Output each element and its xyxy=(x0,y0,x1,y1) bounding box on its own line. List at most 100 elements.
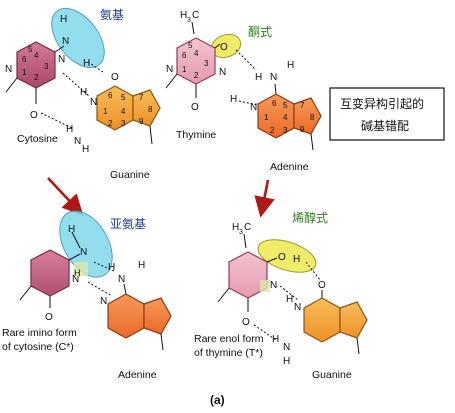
svg-text:8: 8 xyxy=(310,113,315,122)
svg-text:N: N xyxy=(100,296,107,307)
svg-text:H: H xyxy=(286,294,293,305)
keto-annotation: 酮式 xyxy=(248,25,272,39)
svg-text:5: 5 xyxy=(28,45,33,54)
svg-text:H: H xyxy=(293,254,300,265)
amino-group-highlight xyxy=(51,8,105,68)
svg-text:3: 3 xyxy=(283,126,288,135)
svg-text:H: H xyxy=(138,260,145,271)
panel-imino-cytosine-adenine: H N N H O H N H N Rare imino form of cyt… xyxy=(2,210,172,381)
arrow-right xyxy=(254,179,275,218)
svg-text:H: H xyxy=(83,58,90,69)
svg-text:N: N xyxy=(5,64,12,75)
enol-thymine-label-1: Rare enol form xyxy=(194,333,264,345)
thymine-label: Thymine xyxy=(176,129,216,141)
svg-text:C: C xyxy=(244,222,251,233)
adenine-ring-6-bottom xyxy=(107,293,145,339)
svg-text:4: 4 xyxy=(34,51,39,60)
svg-text:O: O xyxy=(45,312,53,323)
guanine-label-bottom: Guanine xyxy=(312,369,352,381)
svg-text:9: 9 xyxy=(300,125,305,134)
svg-text:H: H xyxy=(82,144,89,155)
svg-text:H: H xyxy=(80,87,87,98)
guanine-ring-5-bottom xyxy=(339,301,368,339)
imino-cytosine-ring xyxy=(30,249,70,297)
note-line-1: 互变异构引起的 xyxy=(340,96,424,111)
svg-text:1: 1 xyxy=(103,107,108,116)
guanine-ring-5 xyxy=(132,89,161,127)
svg-text:5: 5 xyxy=(188,41,193,50)
svg-text:N: N xyxy=(294,302,301,313)
imino-annotation: 亚氨基 xyxy=(110,217,146,231)
svg-text:N: N xyxy=(250,102,257,113)
svg-text:3: 3 xyxy=(121,119,126,128)
svg-text:N: N xyxy=(62,36,69,47)
enol-group-highlight xyxy=(257,239,317,273)
svg-text:C: C xyxy=(192,10,199,21)
svg-text:H: H xyxy=(232,222,239,233)
note-line-2: 碱基错配 xyxy=(361,119,409,133)
svg-text:2: 2 xyxy=(194,71,199,80)
figure-caption: (a) xyxy=(210,393,225,407)
svg-text:N: N xyxy=(58,54,65,65)
svg-text:6: 6 xyxy=(22,55,27,64)
guanine-label: Guanine xyxy=(110,169,150,181)
svg-text:1: 1 xyxy=(264,113,269,122)
svg-text:N: N xyxy=(219,67,226,78)
svg-text:H: H xyxy=(287,60,294,71)
svg-text:6: 6 xyxy=(108,91,113,100)
svg-text:O: O xyxy=(242,317,250,328)
amino-annotation: 氨基 xyxy=(100,8,124,22)
imino-cytosine-label-2: of cytosine (C*) xyxy=(2,341,74,353)
svg-text:H: H xyxy=(74,268,81,278)
cytosine-label: Cytosine xyxy=(17,133,58,145)
svg-text:2: 2 xyxy=(108,119,113,128)
svg-text:4: 4 xyxy=(121,107,126,116)
svg-text:H: H xyxy=(180,10,187,21)
svg-text:5: 5 xyxy=(283,101,288,110)
svg-text:3: 3 xyxy=(44,62,49,71)
svg-text:O: O xyxy=(30,110,38,121)
svg-text:H: H xyxy=(68,224,75,235)
svg-text:N: N xyxy=(166,64,173,75)
guanine-ring-6-bottom xyxy=(303,297,341,343)
svg-text:4: 4 xyxy=(194,49,199,58)
svg-text:6: 6 xyxy=(182,51,187,60)
svg-text:H: H xyxy=(230,94,237,105)
svg-text:5: 5 xyxy=(121,93,126,102)
svg-text:N: N xyxy=(90,97,97,108)
svg-text:N: N xyxy=(80,247,87,258)
svg-text:O: O xyxy=(220,42,228,53)
svg-text:H: H xyxy=(255,72,262,83)
tautomer-mispair-note-box: 互变异构引起的 碱基错配 xyxy=(329,87,445,141)
svg-text:O: O xyxy=(278,252,286,263)
svg-text:H: H xyxy=(66,124,73,135)
adenine-label: Adenine xyxy=(270,161,309,173)
svg-text:2: 2 xyxy=(270,126,275,135)
adenine-label-bottom: Adenine xyxy=(118,369,157,381)
svg-text:8: 8 xyxy=(148,105,153,114)
svg-text:4: 4 xyxy=(283,113,288,122)
svg-text:O: O xyxy=(191,102,199,113)
svg-text:2: 2 xyxy=(34,73,39,82)
svg-text:9: 9 xyxy=(139,117,144,126)
enol-thymine-label-2: of thymine (T*) xyxy=(194,347,263,359)
svg-text:N: N xyxy=(74,136,81,147)
svg-text:N: N xyxy=(270,72,277,83)
svg-text:6: 6 xyxy=(272,99,277,108)
svg-text:3: 3 xyxy=(239,229,243,236)
svg-text:3: 3 xyxy=(204,59,209,68)
imino-cytosine-label-1: Rare imino form xyxy=(2,327,77,339)
svg-text:H: H xyxy=(60,14,67,25)
svg-text:3: 3 xyxy=(187,17,191,24)
imino-group-highlight xyxy=(59,210,113,278)
svg-text:7: 7 xyxy=(300,101,305,110)
svg-text:1: 1 xyxy=(22,68,27,77)
svg-text:N: N xyxy=(72,274,79,285)
svg-text:N: N xyxy=(283,342,290,353)
svg-text:O: O xyxy=(111,72,119,83)
